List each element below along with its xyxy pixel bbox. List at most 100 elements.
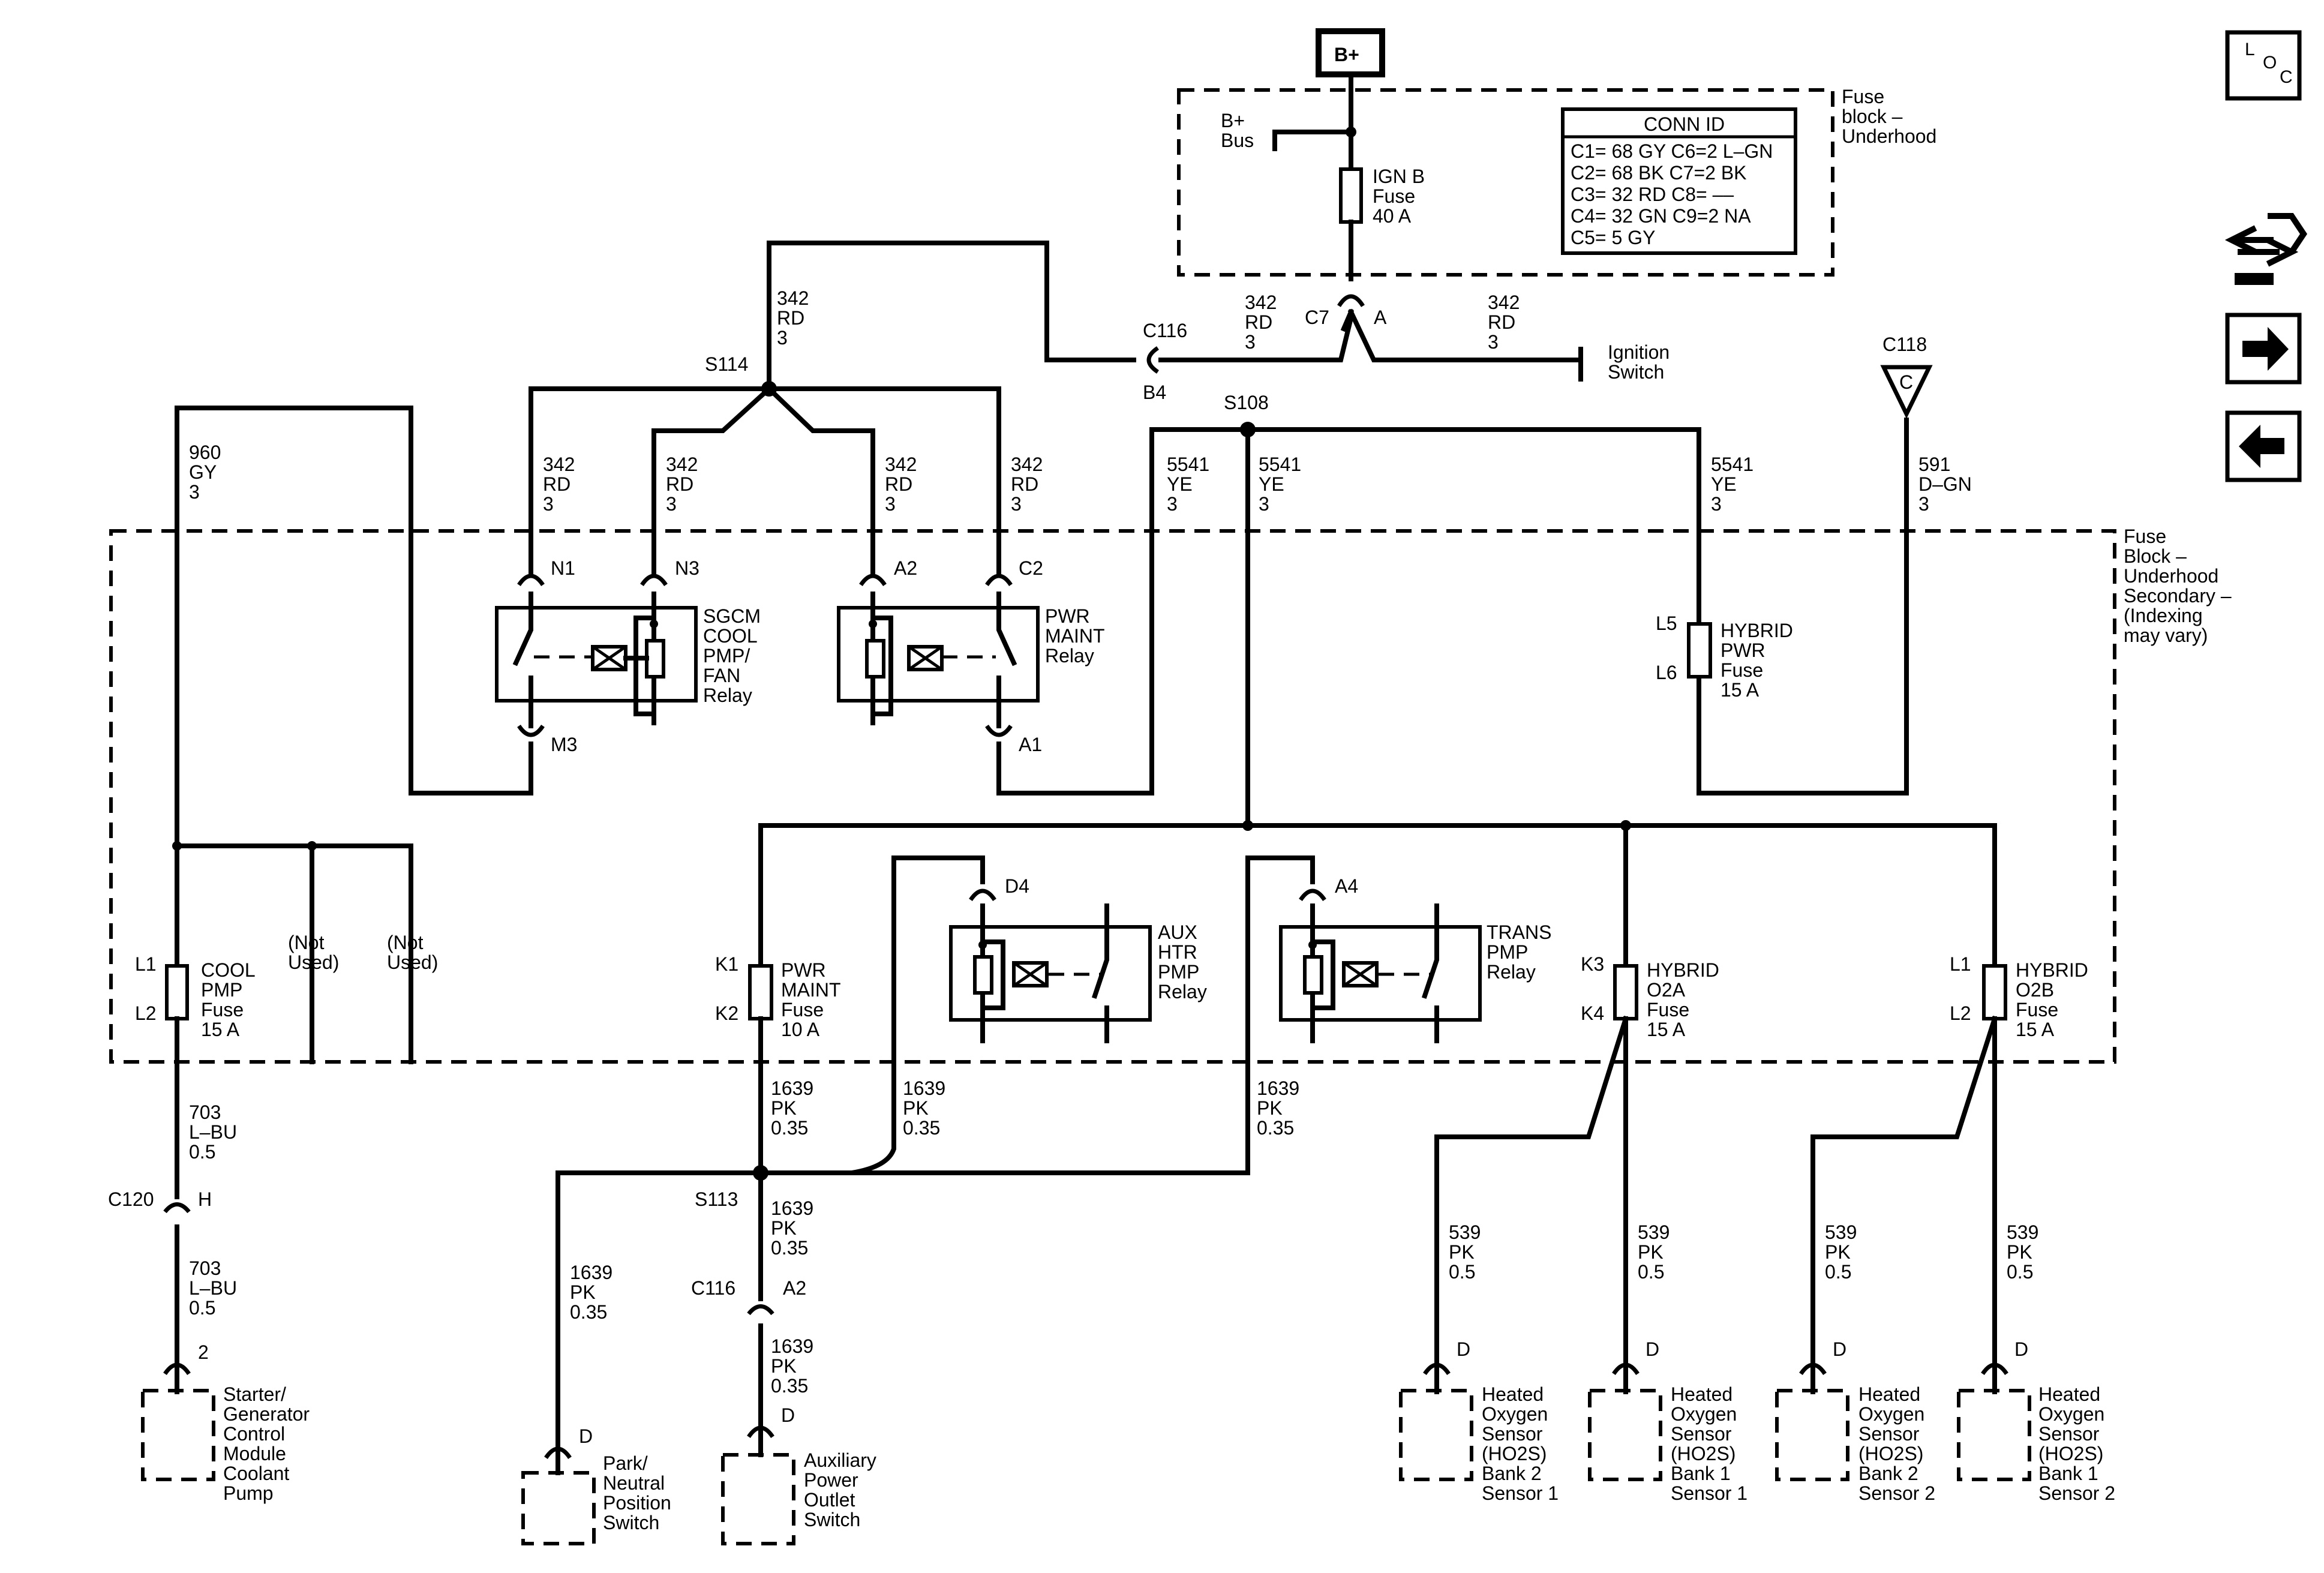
ho2s-b2s2-1: Heated: [1858, 1383, 1920, 1405]
cool-pmp-fuse: [165, 964, 189, 1020]
w1639-d-3: 0.35: [771, 1237, 808, 1259]
w539-a-3: 0.5: [1449, 1261, 1475, 1283]
fuse-block-underhood-outline: [1177, 88, 1834, 277]
w1639-a-3: 0.35: [771, 1117, 808, 1139]
w703-b-1: 703: [189, 1257, 221, 1279]
w1639-e-1: 1639: [771, 1335, 813, 1357]
aux-1: Auxiliary: [804, 1449, 876, 1471]
wire-s114-branches: [529, 385, 1001, 575]
n3-label: N3: [675, 557, 699, 579]
svg-text:L: L: [2245, 40, 2255, 59]
w342-a2-1: 342: [885, 454, 917, 475]
fbs-title-1: Fuse: [2124, 526, 2166, 547]
hybrid-o2b-4: 15 A: [2016, 1019, 2055, 1040]
wire-5541-network: [996, 418, 1909, 828]
a2-label: A2: [894, 557, 917, 579]
wire-park-neutral: [556, 1170, 763, 1448]
conn-id-row-1: C1= 68 GY C6=2 L–GN: [1571, 140, 1773, 162]
w1639-b-2: PK: [903, 1097, 929, 1119]
w703-a-1: 703: [189, 1101, 221, 1123]
w5541-b-3: 3: [1259, 493, 1269, 515]
ign-b-3: 40 A: [1373, 205, 1412, 227]
conn-id-title: CONN ID: [1644, 113, 1725, 135]
ign-b-1: IGN B: [1373, 166, 1425, 187]
c116-a2-connector: [747, 1304, 774, 1316]
starter-6: Pump: [223, 1482, 274, 1504]
ho2s-b1s2-5: Bank 1: [2038, 1463, 2098, 1484]
conn-id-row-2: C2= 68 BK C7=2 BK: [1571, 162, 1747, 184]
wire-539-o2b: [1810, 1015, 1998, 1364]
c7-pin: A: [1374, 307, 1387, 328]
starter-5: Coolant: [223, 1463, 289, 1484]
ho2s-b1s2: [1957, 1389, 2031, 1481]
hybrid-o2a-4: 15 A: [1647, 1019, 1686, 1040]
wire-539-o2a: [1434, 1015, 1629, 1364]
w342-ign-2: RD: [1488, 311, 1515, 333]
ho2s-b1s1-4: (HO2S): [1671, 1443, 1736, 1464]
s108-label: S108: [1224, 392, 1269, 413]
cool-pmp-1: COOL: [201, 959, 256, 981]
c7-connector: [1337, 294, 1365, 307]
relay-top-connectors: [517, 574, 1013, 737]
not-used-2b: Used): [387, 951, 438, 973]
hybrid-pwr-1: HYBRID: [1721, 620, 1793, 641]
park-2: Neutral: [603, 1472, 665, 1494]
w591-1: 591: [1918, 454, 1950, 475]
w342-top-3: 3: [777, 327, 788, 349]
k3-label: K3: [1581, 953, 1604, 975]
c120-connector: [163, 1202, 191, 1214]
w539-b-3: 0.5: [1638, 1261, 1664, 1283]
park-3: Position: [603, 1492, 671, 1514]
component-connectors: [163, 1362, 2008, 1460]
w1639-f-2: PK: [570, 1281, 596, 1303]
bplus-label: B+: [1334, 44, 1359, 65]
w1639-c-2: PK: [1257, 1097, 1283, 1119]
w5541-b-2: YE: [1259, 473, 1284, 495]
wire-lower-bus: [758, 823, 1997, 974]
sgcm-relay-1: SGCM: [703, 605, 761, 627]
starter-4: Module: [223, 1443, 286, 1464]
w342-n3-3: 3: [666, 493, 677, 515]
l5-label: L5: [1656, 613, 1677, 634]
k4-label: K4: [1581, 1002, 1604, 1024]
w5541-c-2: YE: [1711, 473, 1737, 495]
ho2s-b1s2-3: Sensor: [2038, 1423, 2100, 1445]
hybrid-o2b-3: Fuse: [2016, 999, 2058, 1020]
trans-relay-3: Relay: [1487, 961, 1536, 983]
sgcm-relay-5: Relay: [703, 685, 752, 706]
location-icon[interactable]: L O C: [2225, 30, 2302, 101]
w539-c-1: 539: [1825, 1221, 1857, 1243]
svg-text:C: C: [2280, 67, 2293, 87]
starter-3: Control: [223, 1423, 285, 1445]
w539-b-2: PK: [1638, 1241, 1664, 1263]
c120-pin: H: [198, 1188, 212, 1210]
trans-relay-2: PMP: [1487, 941, 1528, 963]
ho2s-b1s1: [1588, 1389, 1662, 1481]
cool-pmp-4: 15 A: [201, 1019, 240, 1040]
w342-n1-2: RD: [543, 473, 571, 495]
ho2s-b1s1-5: Bank 1: [1671, 1463, 1731, 1484]
w342-c116-2: RD: [1245, 311, 1272, 333]
w539-d-1: 539: [2007, 1221, 2038, 1243]
c120-label: C120: [108, 1188, 154, 1210]
c116-connector: [1146, 346, 1160, 374]
ho2s-b1s2-4: (HO2S): [2038, 1443, 2103, 1464]
pwr-maint-relay-3: Relay: [1045, 645, 1094, 667]
pwr-maint-fuse-4: 10 A: [781, 1019, 820, 1040]
ho2s-b1s1-3: Sensor: [1671, 1423, 1732, 1445]
w539-d-2: PK: [2007, 1241, 2032, 1263]
hybrid-o2b-fuse: [1982, 964, 2007, 1020]
c116-b-pin: A2: [783, 1277, 806, 1299]
arrow-right-icon[interactable]: [2225, 313, 2302, 385]
w342-a2-2: RD: [885, 473, 912, 495]
w1639-b-1: 1639: [903, 1077, 945, 1099]
arrow-left-icon[interactable]: [2225, 410, 2302, 482]
m3-label: M3: [551, 734, 577, 755]
c7-label: C7: [1305, 307, 1329, 328]
ho2s-b2s2-5: Bank 2: [1858, 1463, 1918, 1484]
reference-icon[interactable]: [2224, 213, 2308, 285]
s113-label: S113: [695, 1188, 738, 1210]
ho2s-b2s2-6: Sensor 2: [1858, 1482, 1935, 1504]
w591-2: D–GN: [1918, 473, 1972, 495]
